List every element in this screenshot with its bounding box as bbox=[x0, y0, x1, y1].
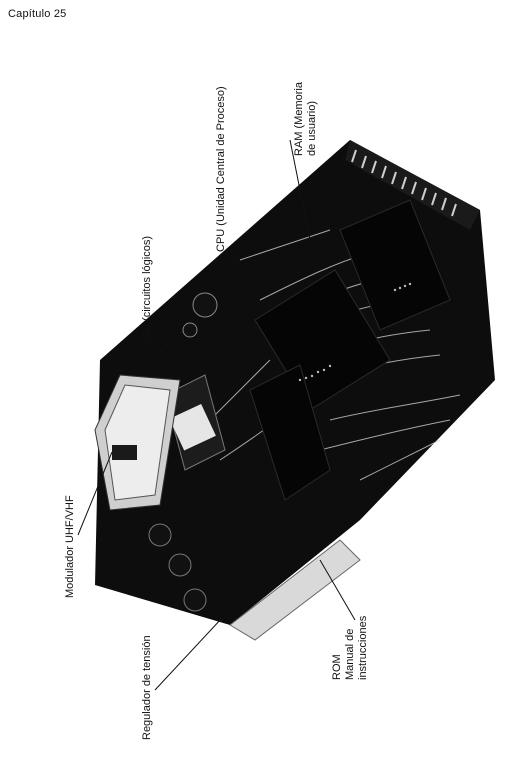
edge-fingers bbox=[351, 149, 457, 217]
regulator-label: Regulador de tensión bbox=[141, 635, 153, 740]
ram-label: RAM (Memoria de usuario) bbox=[293, 82, 318, 156]
rom-chip bbox=[249, 364, 331, 501]
capacitor-1 bbox=[192, 292, 218, 318]
modulator-label: Modulador UHF/VHF bbox=[64, 495, 76, 598]
scl-chip-label bbox=[169, 403, 216, 451]
ram-chip bbox=[339, 199, 451, 331]
jack-connectors bbox=[148, 523, 207, 612]
chapter-header: Capítulo 25 bbox=[8, 8, 67, 20]
rom-cable bbox=[229, 539, 361, 641]
edge-connector bbox=[345, 140, 480, 230]
modulator-face bbox=[104, 384, 171, 501]
rom-label: ROM Manual de instrucciones bbox=[331, 615, 369, 680]
scl-label: SCL (circuitos lógicos) bbox=[141, 235, 153, 345]
leader-lines bbox=[77, 139, 356, 691]
modulator-slot bbox=[112, 445, 137, 460]
cpu-label: CPU (Unidad Central de Proceso) bbox=[215, 86, 227, 252]
capacitor-2 bbox=[182, 322, 198, 338]
chip-pins bbox=[298, 282, 412, 382]
